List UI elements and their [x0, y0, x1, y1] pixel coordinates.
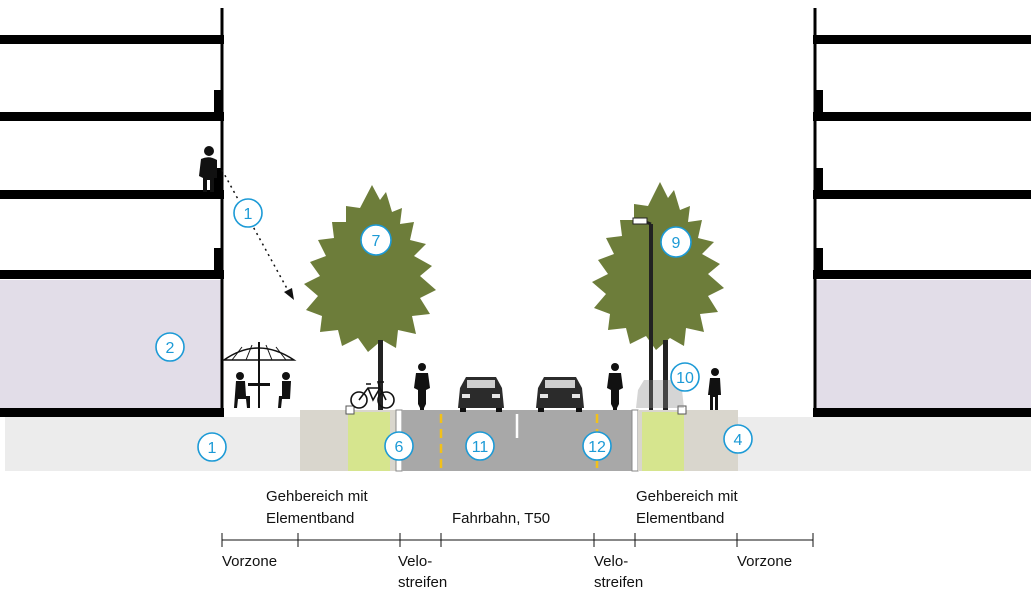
right-vorzone-surface — [738, 417, 1031, 471]
grate-post — [677, 405, 687, 415]
badge-10: 10 — [670, 362, 700, 392]
street-surface — [5, 405, 1031, 472]
badge-2: 2 — [155, 332, 185, 362]
parked-bicycle-icon — [350, 381, 395, 409]
cafe-umbrella-icon — [221, 342, 297, 408]
parked-car-icon — [636, 380, 684, 408]
pedestrian-icon — [708, 368, 721, 410]
svg-text:10: 10 — [676, 370, 694, 387]
svg-text:11: 11 — [472, 439, 489, 456]
badge-11: 11 — [465, 431, 495, 461]
right-building — [813, 8, 1031, 417]
svg-text:12: 12 — [588, 439, 606, 456]
tree-icon — [592, 182, 724, 410]
window-sill — [214, 90, 222, 112]
svg-text:9: 9 — [672, 235, 681, 252]
right-tree-grate — [642, 412, 684, 471]
window-sill — [815, 248, 823, 270]
tree-trunk — [378, 340, 383, 410]
svg-text:1: 1 — [244, 206, 253, 223]
floor-slab — [0, 270, 224, 279]
arrow-head-icon — [284, 288, 294, 300]
label-vorzone-left: Vorzone — [222, 553, 277, 570]
badge-9: 9 — [660, 226, 692, 258]
dimension-line — [221, 533, 814, 547]
badge-1-upper: 1 — [233, 198, 263, 228]
label-vorzone-right: Vorzone — [737, 553, 792, 570]
floor-slab — [0, 35, 224, 44]
label-velo-right-line2: streifen — [594, 574, 643, 591]
floor-slab — [813, 408, 1031, 417]
label-velo-left-line2: streifen — [398, 574, 447, 591]
car-icon — [536, 377, 584, 412]
left-tree-grate — [348, 412, 390, 471]
label-gehbereich-right-line1: Gehbereich mit — [636, 488, 739, 505]
label-gehbereich-left-line2: Elementband — [266, 510, 354, 527]
right-ground-floor-use — [815, 280, 1031, 410]
left-building — [0, 8, 294, 417]
svg-text:2: 2 — [166, 340, 175, 357]
window-sill — [214, 168, 222, 190]
label-gehbereich-right-line2: Elementband — [636, 510, 724, 527]
label-gehbereich-left-line1: Gehbereich mit — [266, 488, 369, 505]
tree-trunk — [663, 340, 668, 410]
grate-post — [345, 405, 355, 415]
svg-text:4: 4 — [734, 432, 743, 449]
svg-text:7: 7 — [372, 233, 381, 250]
floor-slab — [813, 112, 1031, 121]
label-velo-left-line1: Velo- — [398, 553, 432, 570]
car-icon — [458, 377, 504, 412]
label-fahrbahn: Fahrbahn, T50 — [452, 510, 550, 527]
badge-7: 7 — [360, 224, 392, 256]
floor-slab — [0, 408, 224, 417]
street-lamp-icon — [632, 217, 653, 410]
right-curb — [631, 409, 639, 472]
view-line-arrow — [221, 169, 291, 295]
window-sill — [815, 90, 823, 112]
cyclist-icon — [607, 363, 623, 410]
cyclist-icon — [414, 363, 430, 410]
badge-6: 6 — [384, 431, 414, 461]
badge-4: 4 — [723, 424, 753, 454]
person-silhouette-icon — [199, 146, 217, 192]
svg-text:6: 6 — [395, 439, 404, 456]
badge-12: 12 — [582, 431, 612, 461]
floor-slab — [813, 190, 1031, 199]
floor-slab — [0, 190, 224, 199]
tree-icon — [304, 185, 436, 410]
floor-slab — [813, 270, 1031, 279]
floor-slab — [813, 35, 1031, 44]
label-velo-right-line1: Velo- — [594, 553, 628, 570]
badge-1-lower: 1 — [197, 432, 227, 462]
svg-text:1: 1 — [208, 440, 217, 457]
window-sill — [815, 168, 823, 190]
window-sill — [214, 248, 222, 270]
left-vorzone-surface — [5, 417, 300, 471]
floor-slab — [0, 112, 224, 121]
left-ground-floor-use — [0, 280, 222, 410]
